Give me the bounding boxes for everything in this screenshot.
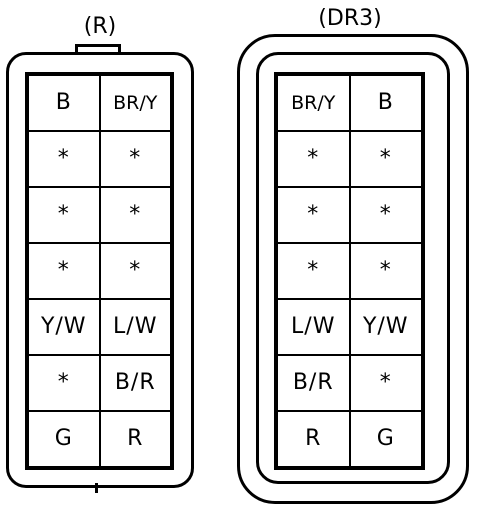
connector-r-label: (R) (83, 14, 117, 39)
pin-cell: R (99, 411, 171, 467)
pin-cell: * (28, 131, 100, 187)
pin-cell: G (28, 411, 100, 467)
pin-cell: BR/Y (99, 75, 171, 131)
pin-cell: * (349, 187, 422, 243)
pin-cell: * (99, 243, 171, 299)
pin-cell: B/R (277, 355, 350, 411)
pin-cell: BR/Y (277, 75, 350, 131)
pin-cell: * (349, 131, 422, 187)
pin-cell: * (277, 131, 350, 187)
pin-cell: Y/W (349, 299, 422, 355)
pin-cell: * (28, 243, 100, 299)
pin-cell: * (99, 131, 171, 187)
connector-dr3-label: (DR3) (318, 6, 382, 31)
pin-cell: * (28, 355, 100, 411)
pin-cell: * (277, 243, 350, 299)
pin-cell: R (277, 411, 350, 467)
pin-cell: * (28, 187, 100, 243)
pin-cell: * (349, 355, 422, 411)
pin-cell: B (349, 75, 422, 131)
pin-cell: L/W (99, 299, 171, 355)
pin-cell: * (277, 187, 350, 243)
pin-cell: Y/W (28, 299, 100, 355)
pin-cell: B (28, 75, 100, 131)
pin-cell: L/W (277, 299, 350, 355)
pin-cell: * (349, 243, 422, 299)
pin-cell: * (99, 187, 171, 243)
pin-cell: G (349, 411, 422, 467)
connector-r-bottom-mark (95, 483, 98, 493)
pin-cell: B/R (99, 355, 171, 411)
